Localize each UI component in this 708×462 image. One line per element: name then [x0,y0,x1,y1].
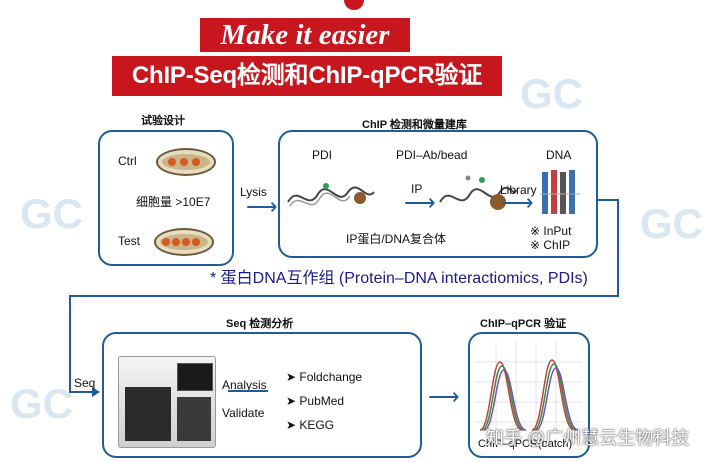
chevron-right-icon: ➤ [286,370,300,384]
watermark-text: 知乎 @广州慧云生物科技 [486,428,690,448]
validate-label: Validate [222,406,265,420]
pdi-label: PDI [312,148,333,162]
pdi-ab-bead-label: PDI–Ab/bead [396,148,468,162]
ctrl-dish-icon [156,148,216,176]
chip-panel-title: ChIP 检测和微量建库 [362,119,467,131]
bg-logo-watermark: GC [10,380,73,427]
chip-bullet-icon: ※ [530,238,544,252]
test-dish-icon [154,228,214,256]
seq-label: Seq [74,376,96,390]
complex-label: IP蛋白/DNA复合体 [346,232,447,246]
page-title: Make it easier [200,18,410,52]
input-text: InPut [543,224,572,238]
qpcr-caption: ChIP–qPCR(batch) [478,438,573,450]
result-list-item: ➤ PubMed [286,394,344,408]
dna-tubes-icon [540,170,580,214]
seq-panel-title: Seq 检测分析 [226,318,294,330]
bg-logo-watermark: GC [640,200,703,247]
lysis-label: Lysis [240,185,267,199]
library-arrow-icon: ⟶ [502,190,534,215]
result-item-label: Foldchange [299,370,363,384]
pdi-footnote: * 蛋白DNA互作组 (Protein–DNA interactiomics, … [210,270,588,287]
input-label: ※ InPut [530,224,571,238]
page-subtitle: ChIP-Seq检测和ChIP-qPCR验证 [112,56,502,96]
chip-sample-label: ※ ChIP [530,238,570,252]
seq-panel: Analysis Validate ➤ Foldchange ➤ PubMed … [102,332,422,458]
result-list-item: ➤ Foldchange [286,370,362,384]
chip-text: ChIP [543,238,571,252]
cell-count-label: 细胞量 >10E7 [136,195,211,209]
chevron-right-icon: ➤ [286,394,300,408]
pdi-complex-icon [287,183,375,207]
bg-logo-watermark: GC [520,70,583,117]
ip-bead-complex-icon [439,175,517,210]
test-label: Test [118,234,141,248]
design-panel: Ctrl 细胞量 >10E7 Test [98,130,234,266]
input-bullet-icon: ※ [530,224,544,238]
bg-logo-watermark: GC [20,190,83,237]
lysis-arrow-icon: ⟶ [246,194,278,219]
qpcr-panel-title: ChIP–qPCR 验证 [480,318,567,330]
chevron-right-icon: ➤ [286,418,300,432]
qpcr-arrow-icon: ⟶ [428,384,460,409]
result-item-label: KEGG [299,418,335,432]
chip-panel: PDI PDI–Ab/bead DNA IP ⟶ Library ⟶ IP蛋白/… [278,130,598,258]
ctrl-label: Ctrl [118,154,137,168]
brand-logo-icon [344,0,364,10]
design-panel-title: 试验设计 [141,115,185,127]
ip-arrow-icon: ⟶ [404,190,436,215]
dna-label: DNA [546,148,572,162]
result-item-label: PubMed [299,394,345,408]
analysis-arrow-icon [228,390,268,392]
result-list-item: ➤ KEGG [286,418,334,432]
qpcr-panel: ChIP–qPCR(batch) [468,332,590,458]
ip-label: IP [411,182,423,196]
library-label: Library [500,183,537,197]
qpcr-curves-icon [476,342,582,434]
sequencer-icon [118,356,216,448]
analysis-label: Analysis [222,378,267,392]
